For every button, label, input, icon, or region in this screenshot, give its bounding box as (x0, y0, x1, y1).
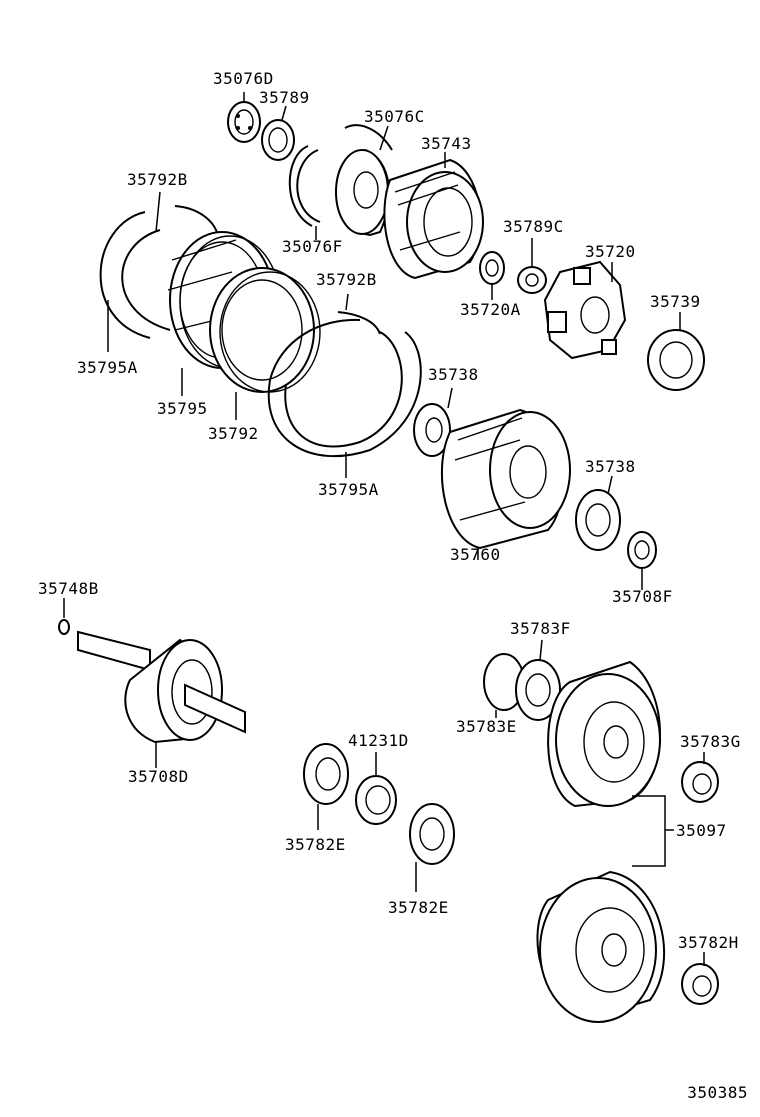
bearings-35782E-drawing (303, 743, 455, 892)
race-35739-drawing (647, 312, 705, 391)
label-35782H: 35782H (678, 933, 739, 952)
label-35792B-top: 35792B (127, 170, 188, 189)
label-35076F: 35076F (282, 237, 343, 256)
label-35760: 35760 (450, 545, 501, 564)
nut-35783G-drawing (681, 752, 719, 803)
drum-35760-drawing (440, 408, 571, 560)
washer-35789-drawing (261, 105, 295, 161)
carrier-35720-drawing (543, 260, 627, 360)
seal-35708F-drawing (627, 531, 657, 590)
ring-35795A-drawing (267, 318, 422, 478)
label-35782E-bottom: 35782E (388, 898, 449, 917)
nut-35782H-drawing (681, 952, 719, 1005)
washer-35738-top-drawing (413, 387, 453, 457)
rings-left-stack-drawing (99, 191, 219, 352)
label-35708D: 35708D (128, 767, 189, 786)
label-35720A: 35720A (460, 300, 521, 319)
label-35783G: 35783G (680, 732, 741, 751)
ring-35748B-drawing (58, 598, 70, 635)
label-35795A-left: 35795A (77, 358, 138, 377)
label-41231D: 41231D (348, 731, 409, 750)
label-35738-mid: 35738 (585, 457, 636, 476)
label-35792B-mid: 35792B (316, 270, 377, 289)
label-35097: 35097 (676, 821, 727, 840)
drawing-number: 350385 (687, 1083, 748, 1102)
shaft-35708D-drawing (77, 630, 246, 768)
label-35743: 35743 (421, 134, 472, 153)
label-35782E-left: 35782E (285, 835, 346, 854)
gear-pair-35097-drawing (536, 660, 674, 1023)
snap-ring-35076F-drawing (288, 145, 321, 240)
label-35783E: 35783E (456, 717, 517, 736)
label-35795: 35795 (157, 399, 208, 418)
bearing-35783-drawing (483, 639, 561, 721)
drum-35743-drawing (383, 152, 484, 280)
label-35748B: 35748B (38, 579, 99, 598)
label-35739: 35739 (650, 292, 701, 311)
clutch-plates-35792-drawing (209, 267, 321, 420)
bearing-35076D-drawing (227, 92, 261, 143)
snap-ring-35792B-drawing (337, 293, 381, 335)
label-35738-top: 35738 (428, 365, 479, 384)
label-35789: 35789 (259, 88, 310, 107)
bearing-35738-mid-drawing (575, 475, 621, 551)
label-35795A-bottom: 35795A (318, 480, 379, 499)
label-35783F: 35783F (510, 619, 571, 638)
clutch-hub-35076C-drawing (335, 124, 393, 237)
label-35789C: 35789C (503, 217, 564, 236)
washer-35789C-drawing (517, 238, 547, 294)
label-35792: 35792 (208, 424, 259, 443)
label-35076D: 35076D (213, 69, 274, 88)
bearing-35720A-drawing (479, 251, 505, 300)
label-35720: 35720 (585, 242, 636, 261)
label-35708F: 35708F (612, 587, 673, 606)
label-35076C: 35076C (364, 107, 425, 126)
